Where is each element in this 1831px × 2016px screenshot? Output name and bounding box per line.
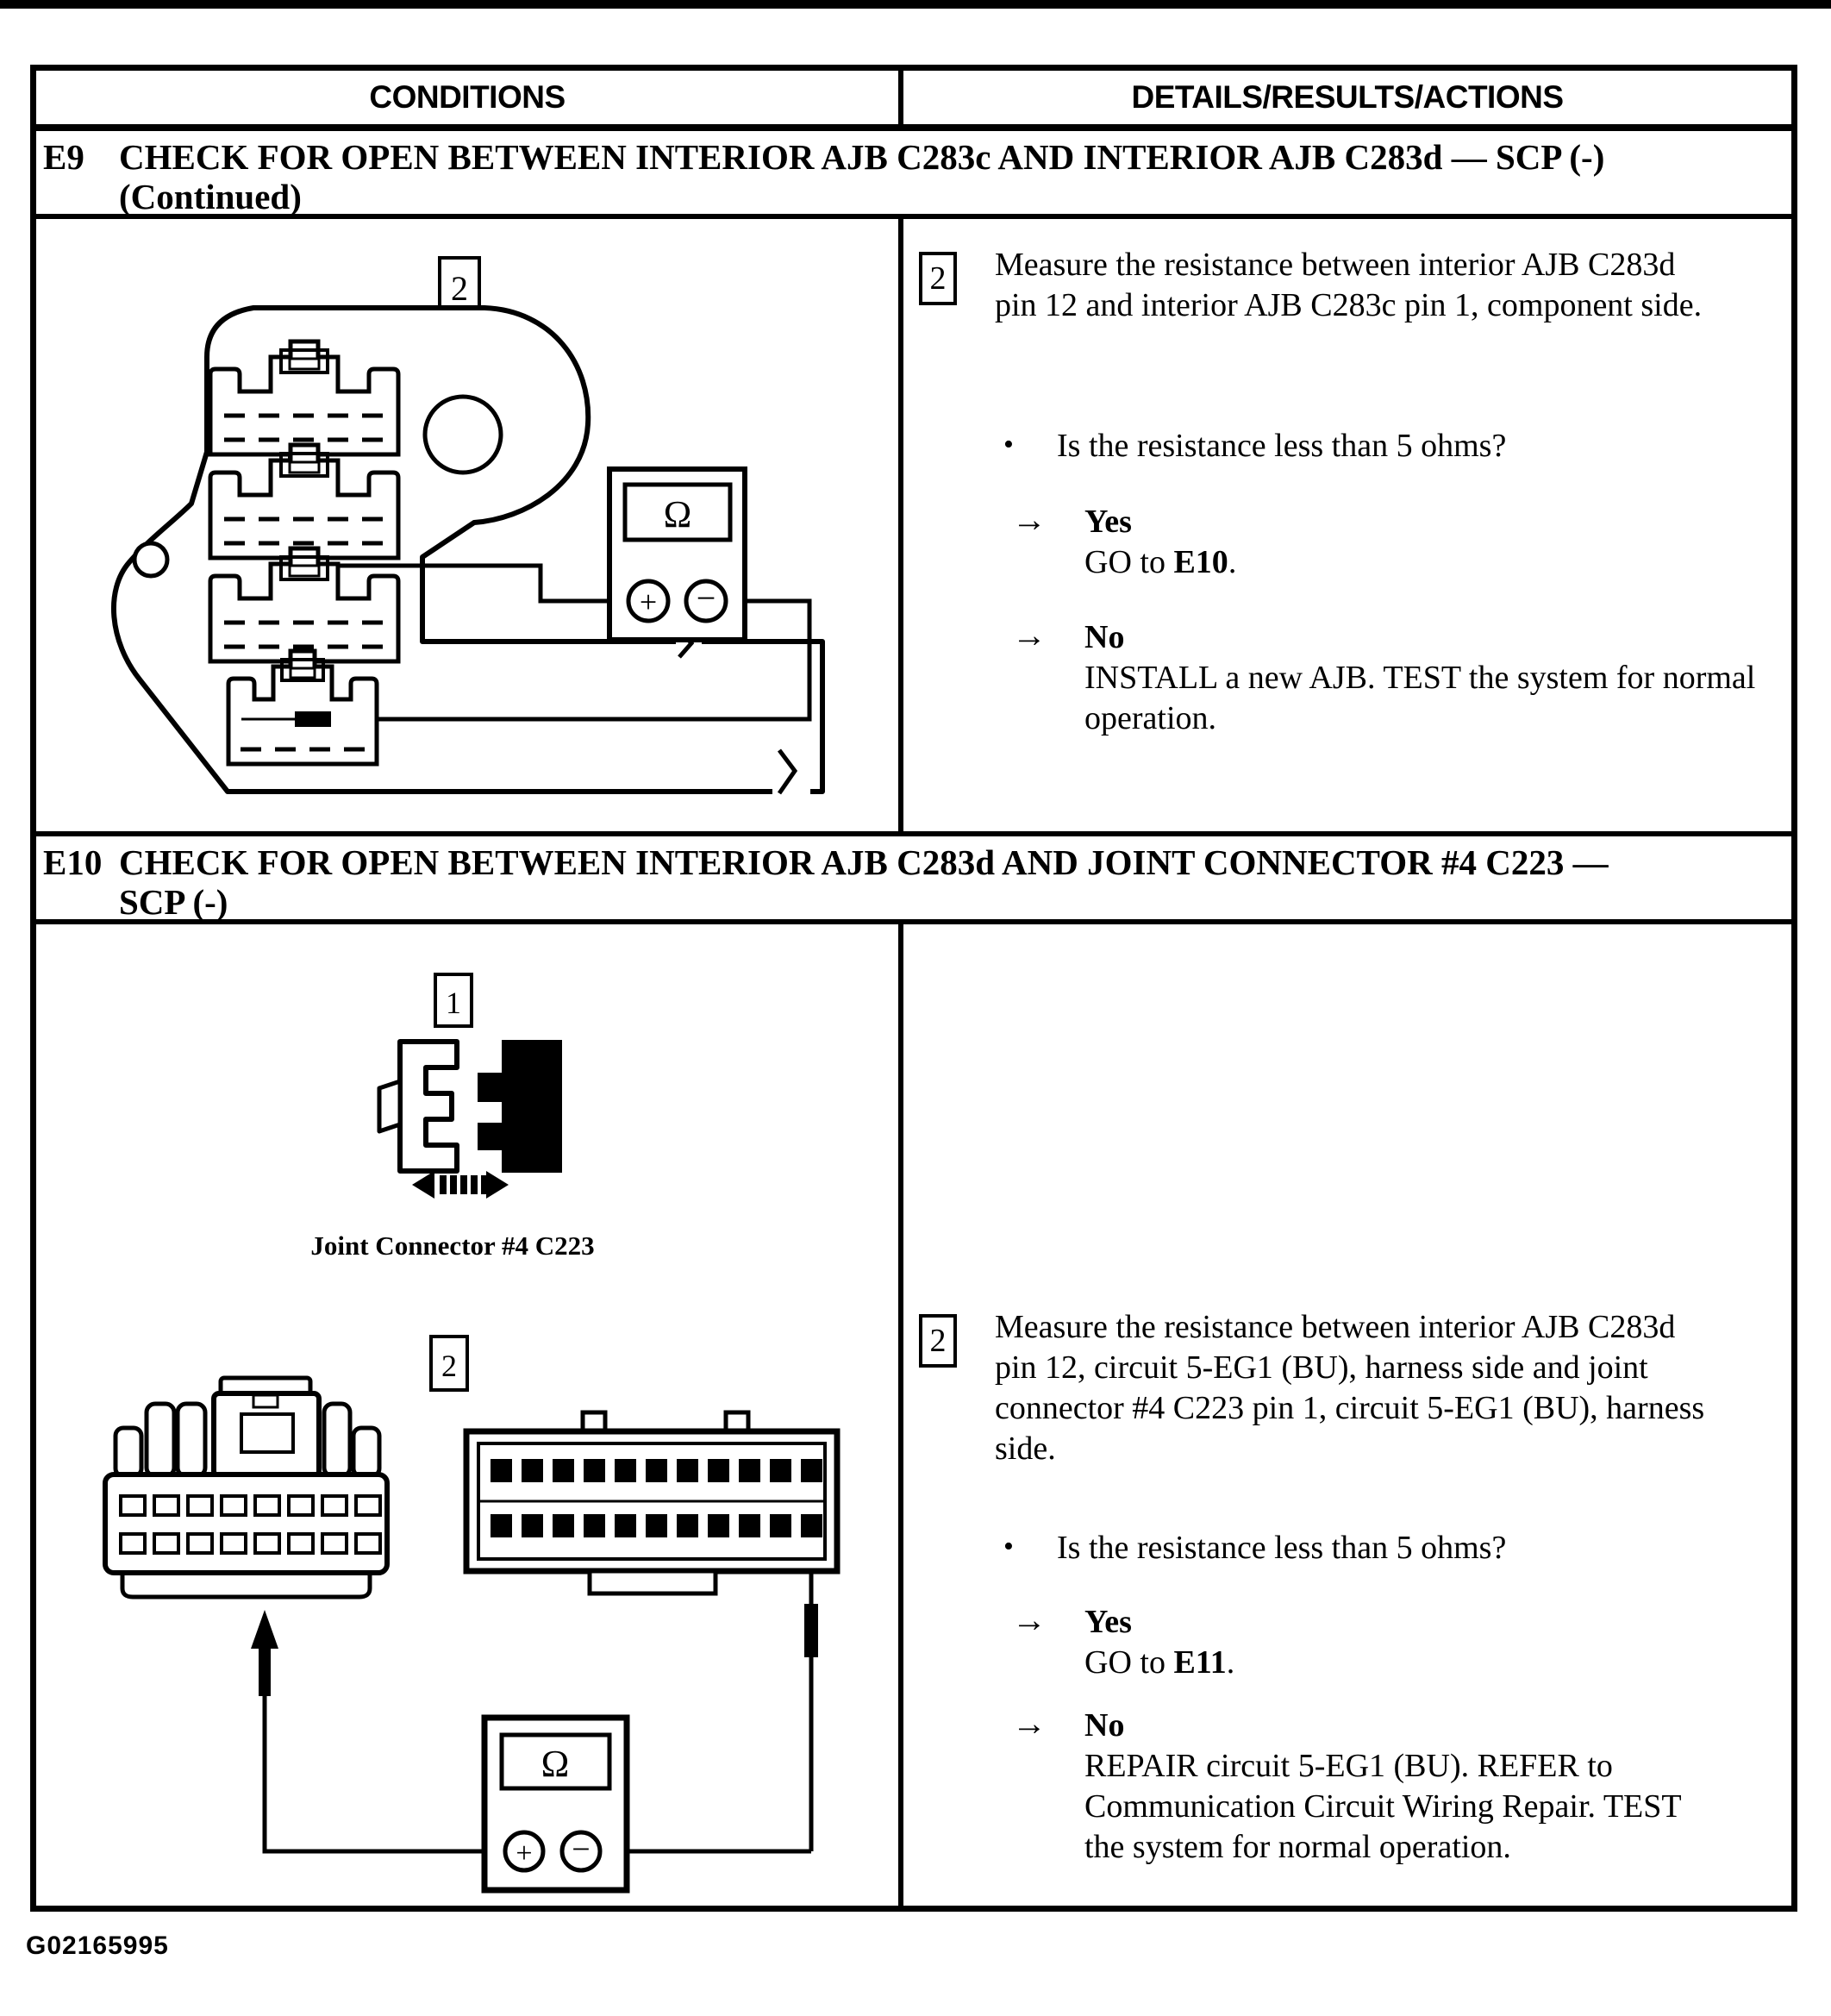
question-text: Is the resistance less than 5 ohms? — [1057, 428, 1507, 464]
header-conditions: CONDITIONS — [36, 71, 903, 124]
instruction-text: Measure the resistance between interior … — [995, 1309, 1705, 1467]
no-action-text: INSTALL a new AJB. TEST the system for n… — [1084, 660, 1756, 736]
negative-terminal-label: − — [697, 579, 716, 617]
step-number: 2 — [441, 1349, 457, 1383]
no-label: No — [1084, 619, 1125, 655]
probe-arrow-up-left — [251, 1610, 278, 1696]
arrow-icon: → — [1012, 1600, 1047, 1639]
ohm-symbol: Ω — [541, 1743, 570, 1785]
test-step-title: CHECK FOR OPEN BETWEEN INTERIOR AJB C283… — [119, 137, 1605, 177]
yes-action-post: . — [1226, 1644, 1235, 1681]
terminal-row-bottom — [491, 1514, 822, 1537]
test-step-title-line2: SCP (-) — [119, 882, 228, 922]
step-number: 2 — [929, 260, 947, 297]
mounting-hole-left — [132, 541, 170, 579]
positive-terminal-label: + — [516, 1838, 532, 1869]
bullet-icon: • — [1003, 1531, 1014, 1562]
ohmmeter-icon: Ω + − — [481, 1714, 630, 1894]
row-e9-content: 2 — [36, 219, 1791, 836]
yes-action-pre: GO to — [1084, 544, 1174, 580]
e10-details-cell: 2 Measure the resistance between interio… — [903, 924, 1791, 1906]
step-number: 2 — [451, 269, 468, 308]
test-step-title: CHECK FOR OPEN BETWEEN INTERIOR AJB C283… — [119, 842, 1609, 882]
fuse-cavity-4 — [226, 648, 379, 767]
negative-terminal-label: − — [572, 1831, 590, 1868]
question-text: Is the resistance less than 5 ohms? — [1057, 1530, 1507, 1566]
step-number-box: 2 — [429, 1335, 469, 1392]
mounting-hole-right — [422, 394, 503, 475]
no-action-text: REPAIR circuit 5-EG1 (BU). REFER to Comm… — [1084, 1748, 1681, 1865]
bullet-icon: • — [1003, 429, 1014, 460]
joint-connector-caption: Joint Connector #4 C223 — [310, 1230, 594, 1261]
yes-action-ref: E10 — [1173, 544, 1228, 580]
pin-row-bottom — [119, 1532, 382, 1555]
step-number: 2 — [929, 1322, 947, 1359]
table-header-row: CONDITIONS DETAILS/RESULTS/ACTIONS — [36, 71, 1791, 131]
arrow-icon: → — [1012, 500, 1047, 539]
step-number-box: 2 — [919, 252, 957, 305]
e10-connector-resistance-diagram: 1 Joint Connector # — [103, 973, 841, 1894]
row-e10-content: 1 Joint Connector # — [36, 924, 1791, 1906]
yes-action-pre: GO to — [1084, 1644, 1174, 1681]
instruction-text: Measure the resistance between interior … — [995, 247, 1703, 323]
ajb-c283d-harness-connector — [103, 1375, 390, 1600]
step-number-box: 2 — [919, 1314, 957, 1368]
e9-ajb-resistance-diagram: 2 — [111, 256, 825, 798]
test-step-id: E9 — [43, 137, 84, 177]
test-step-title-continued: (Continued) — [119, 177, 302, 216]
row-e9-title: E9 CHECK FOR OPEN BETWEEN INTERIOR AJB C… — [36, 131, 1791, 219]
figure-id-code: G02165995 — [26, 1931, 169, 1960]
step-number: 1 — [446, 986, 461, 1020]
step-number-box: 1 — [434, 973, 473, 1028]
arrow-icon: → — [1012, 1704, 1047, 1743]
ohmmeter-icon: Ω + − — [607, 466, 747, 642]
pin-row-top — [119, 1494, 382, 1517]
row-e10-title: E10 CHECK FOR OPEN BETWEEN INTERIOR AJB … — [36, 836, 1791, 924]
e9-details-cell: 2 Measure the resistance between interio… — [903, 219, 1791, 831]
positive-terminal-label: + — [640, 585, 657, 619]
yes-action-ref: E11 — [1173, 1644, 1227, 1681]
yes-label: Yes — [1084, 504, 1132, 540]
ohm-symbol: Ω — [664, 493, 692, 535]
scan-edge-strip — [0, 0, 1831, 9]
pinpoint-test-table: CONDITIONS DETAILS/RESULTS/ACTIONS E9 CH… — [30, 65, 1797, 1912]
yes-action-post: . — [1228, 544, 1237, 580]
no-label: No — [1084, 1707, 1125, 1744]
arrow-icon: → — [1012, 616, 1047, 654]
yes-label: Yes — [1084, 1604, 1132, 1640]
joint-connector-4-c223-harness — [463, 1410, 841, 1596]
joint-connector-plug-icon — [377, 1039, 459, 1174]
test-step-id: E10 — [43, 842, 103, 882]
joint-connector-socket-icon — [478, 1040, 562, 1173]
e9-conditions-cell: 2 — [36, 219, 903, 831]
e10-conditions-cell: 1 Joint Connector # — [36, 924, 903, 1906]
probe-contact-right — [804, 1604, 818, 1657]
header-details-results-actions: DETAILS/RESULTS/ACTIONS — [1131, 79, 1564, 115]
terminal-row-top — [491, 1459, 822, 1482]
disconnect-arrows-icon — [412, 1171, 509, 1199]
